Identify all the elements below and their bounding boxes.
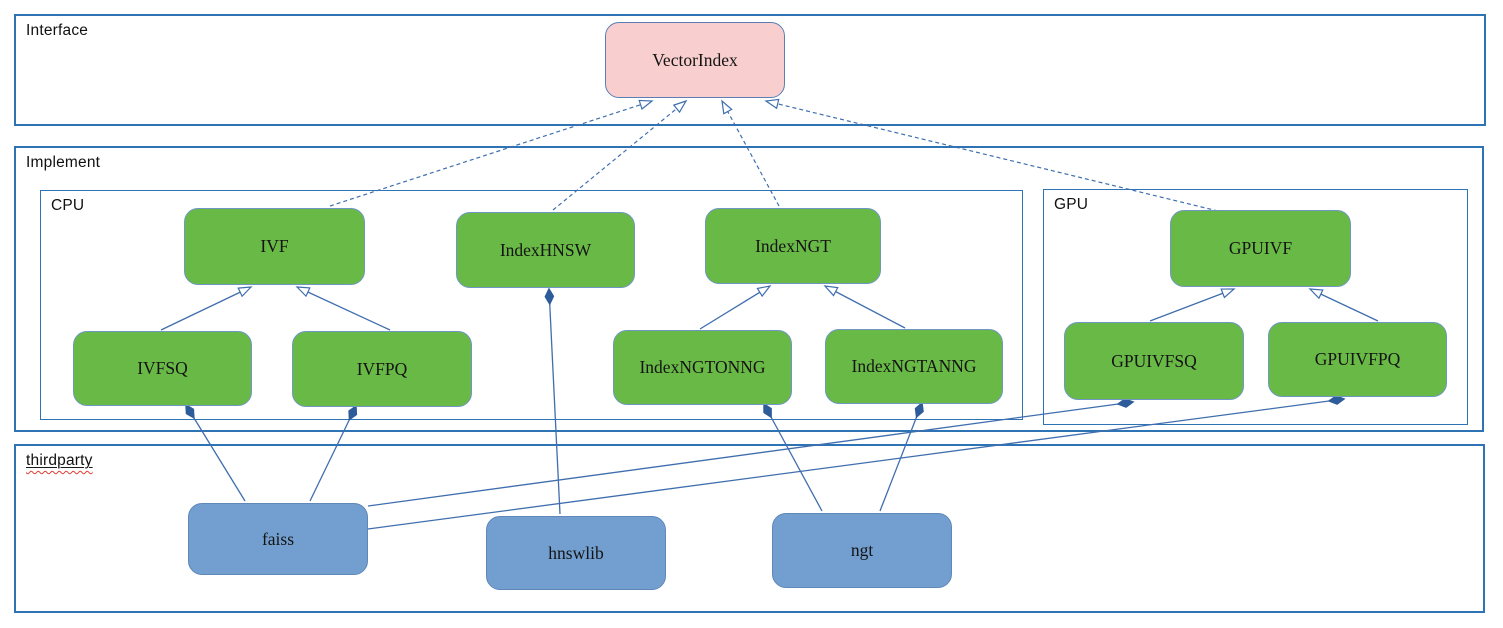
node-indexngtanng-label: IndexNGTANNG bbox=[851, 356, 977, 376]
node-hnswlib[interactable]: hnswlib bbox=[486, 516, 666, 590]
node-vectorindex[interactable]: VectorIndex bbox=[605, 22, 785, 98]
node-indexhnsw-label: IndexHNSW bbox=[499, 239, 592, 260]
node-hnswlib-label: hnswlib bbox=[548, 542, 604, 563]
node-indexngt-label: IndexNGT bbox=[755, 235, 831, 256]
node-ngt-label: ngt bbox=[850, 540, 874, 560]
node-indexngtonng-label: IndexNGTONNG bbox=[639, 357, 766, 377]
node-faiss-label: faiss bbox=[261, 528, 295, 549]
node-indexhnsw[interactable]: IndexHNSW bbox=[456, 212, 635, 288]
node-faiss[interactable]: faiss bbox=[188, 503, 368, 575]
node-vectorindex-label: VectorIndex bbox=[652, 49, 738, 70]
gpu-section-label: GPU bbox=[1054, 196, 1089, 213]
node-ngt[interactable]: ngt bbox=[772, 513, 952, 588]
node-indexngtanng[interactable]: IndexNGTANNG bbox=[825, 329, 1003, 404]
thirdparty-section-label: thirdparty bbox=[26, 452, 93, 469]
interface-section-label: Interface bbox=[26, 22, 89, 39]
implement-section-label: Implement bbox=[26, 154, 101, 171]
node-gpuivf-label: GPUIVF bbox=[1228, 238, 1293, 258]
node-ivfsq[interactable]: IVFSQ bbox=[73, 331, 252, 406]
cpu-section-label: CPU bbox=[51, 197, 85, 214]
node-indexngtonng[interactable]: IndexNGTONNG bbox=[613, 330, 792, 405]
node-gpuivfpq-label: GPUIVFPQ bbox=[1314, 349, 1401, 369]
node-ivfpq-label: IVFPQ bbox=[356, 358, 408, 379]
node-gpuivf[interactable]: GPUIVF bbox=[1170, 210, 1351, 287]
node-gpuivfpq[interactable]: GPUIVFPQ bbox=[1268, 322, 1447, 397]
node-gpuivfsq[interactable]: GPUIVFSQ bbox=[1064, 322, 1244, 400]
node-gpuivfsq-label: GPUIVFSQ bbox=[1111, 350, 1197, 371]
node-ivf-label: IVF bbox=[260, 236, 289, 256]
node-ivfpq[interactable]: IVFPQ bbox=[292, 331, 472, 407]
node-ivf[interactable]: IVF bbox=[184, 208, 365, 285]
node-indexngt[interactable]: IndexNGT bbox=[705, 208, 881, 284]
node-ivfsq-label: IVFSQ bbox=[137, 358, 188, 378]
